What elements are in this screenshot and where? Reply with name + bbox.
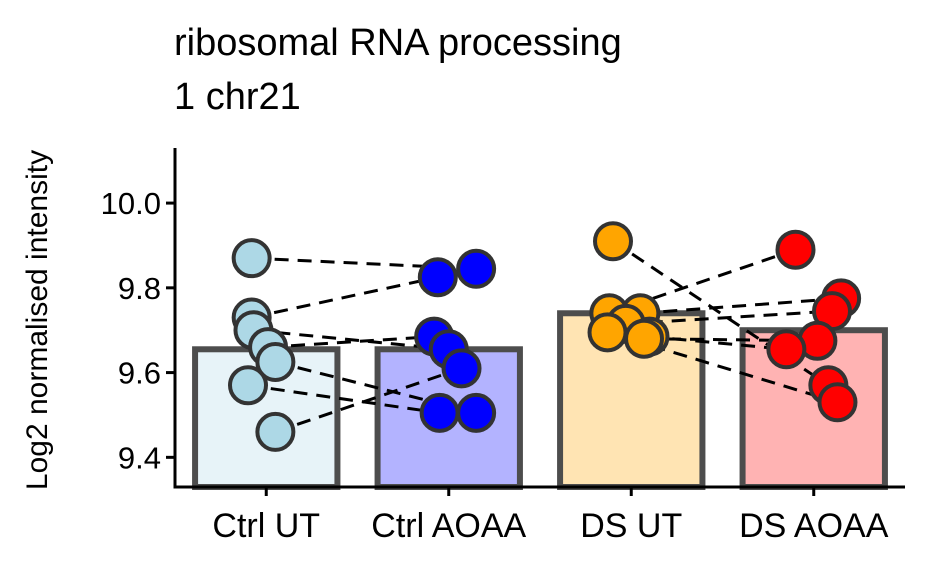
pair-line-1-4 bbox=[607, 330, 838, 404]
pair-line-0-1 bbox=[251, 275, 439, 319]
y-axis-label: Log2 normalised intensity bbox=[21, 149, 54, 491]
chart-title-line-1: ribosomal RNA processing bbox=[174, 22, 622, 64]
point-2-6 bbox=[624, 318, 665, 359]
x-tick-label-3: DS AOAA bbox=[739, 507, 889, 545]
point-3-0 bbox=[775, 229, 816, 270]
x-tick-label-2: DS UT bbox=[580, 507, 682, 545]
pair-line-0-6 bbox=[274, 366, 463, 434]
point-3-4 bbox=[766, 329, 807, 370]
pair-line-0-2 bbox=[253, 328, 449, 351]
x-tick-label-1: Ctrl AOAA bbox=[371, 507, 526, 545]
point-0-5 bbox=[228, 365, 268, 406]
pair-line-0-3 bbox=[267, 335, 435, 349]
point-0-4 bbox=[255, 341, 296, 382]
point-2-4 bbox=[587, 312, 628, 353]
y-tick-label-3: 10.0 bbox=[101, 186, 161, 221]
point-1-0 bbox=[456, 248, 497, 289]
points-layer bbox=[228, 221, 862, 452]
x-tick-label-0: Ctrl UT bbox=[212, 507, 320, 545]
point-0-0 bbox=[231, 238, 272, 279]
y-tick-label-1: 9.6 bbox=[118, 356, 161, 391]
chart-title-line-2: 1 chr21 bbox=[174, 76, 301, 118]
y-tick-label-0: 9.4 bbox=[118, 440, 161, 475]
y-tick-label-2: 9.8 bbox=[118, 271, 161, 306]
point-0-6 bbox=[255, 411, 296, 452]
point-2-0 bbox=[593, 221, 633, 262]
point-3-6 bbox=[817, 382, 858, 423]
point-1-4 bbox=[441, 348, 482, 389]
pair-line-1-2 bbox=[640, 296, 842, 315]
point-1-6 bbox=[419, 392, 460, 433]
point-1-1 bbox=[417, 257, 458, 298]
pair-line-0-5 bbox=[247, 383, 440, 415]
point-1-5 bbox=[456, 392, 497, 433]
bar-3 bbox=[739, 327, 888, 490]
